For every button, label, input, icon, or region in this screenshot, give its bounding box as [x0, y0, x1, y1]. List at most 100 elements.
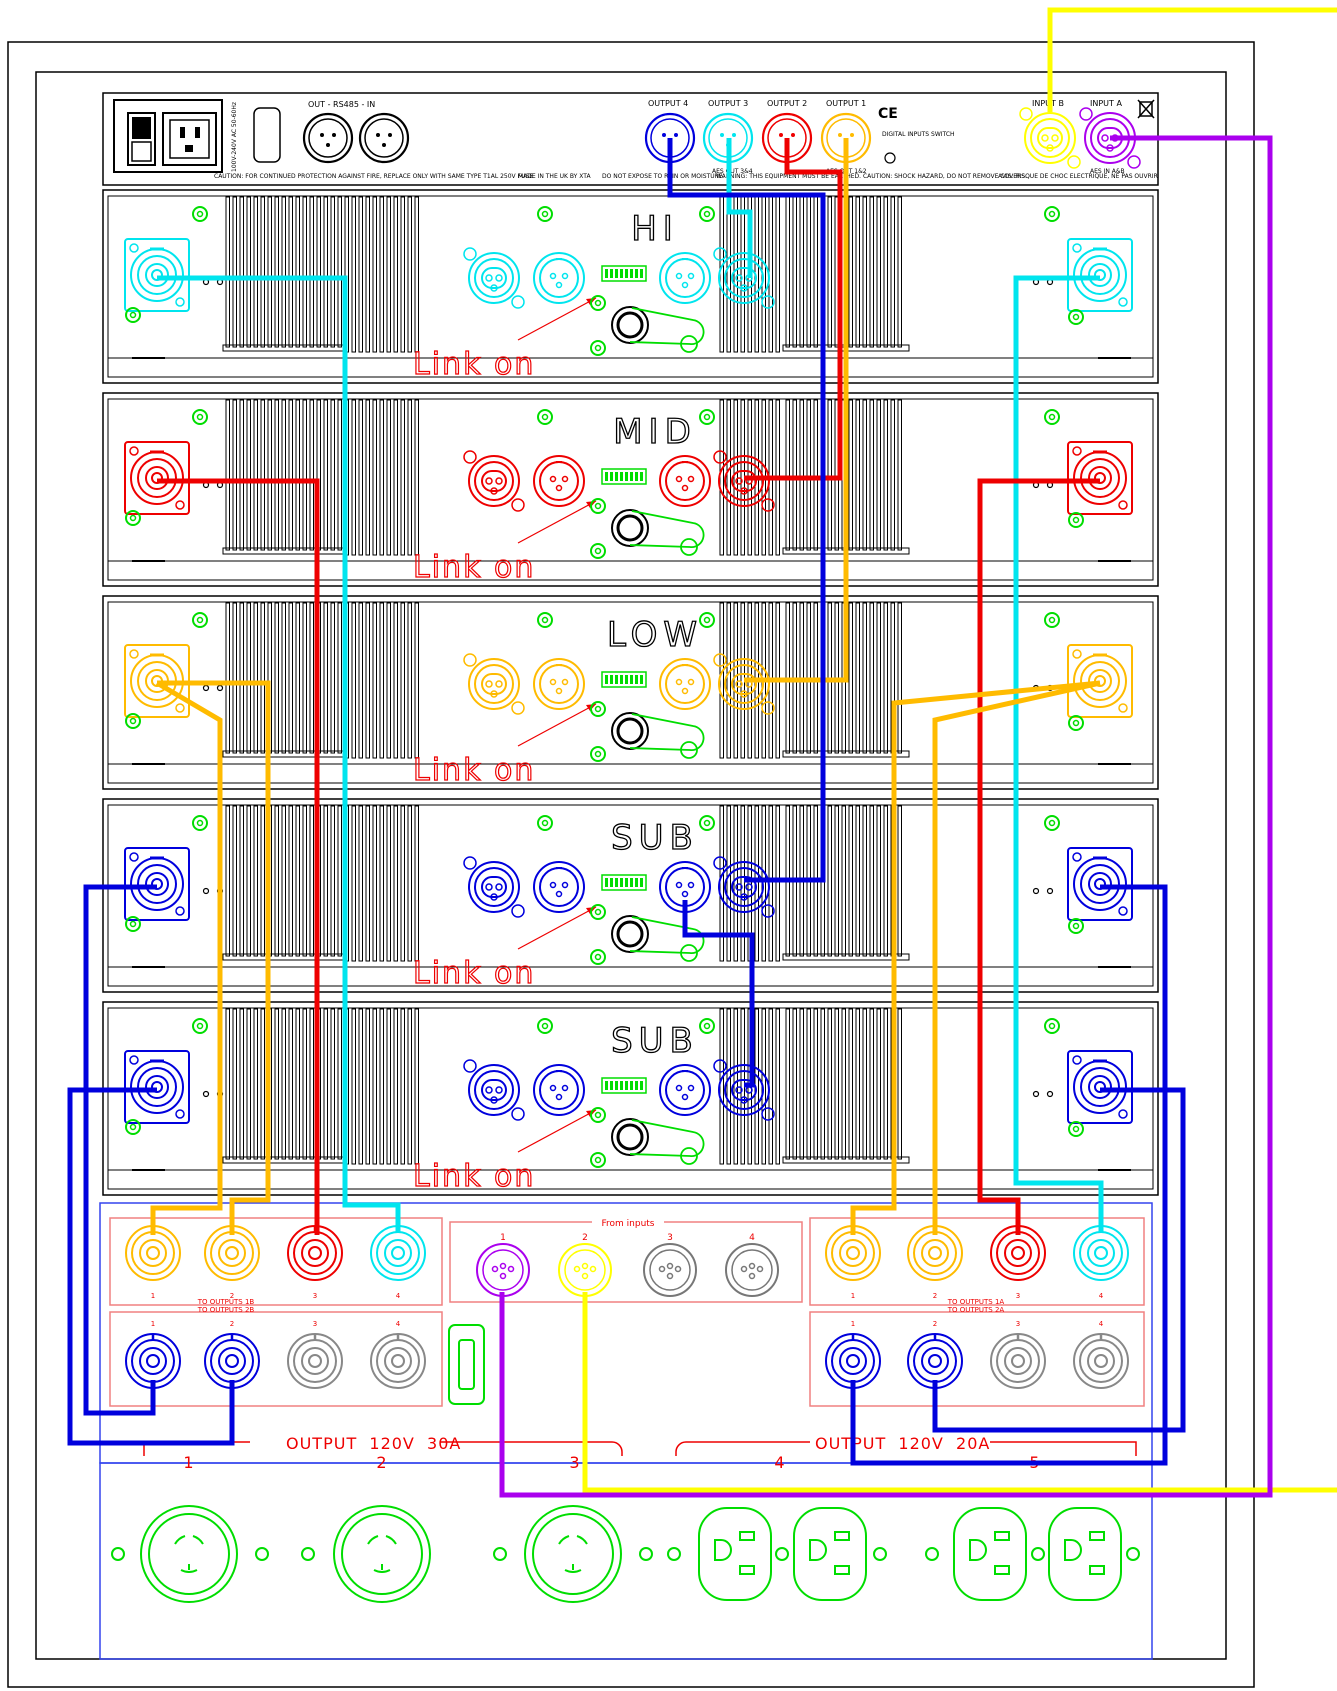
amp-input-xlr-a[interactable] [463, 653, 525, 715]
panel-speakon-bottom-left-3[interactable] [286, 1332, 344, 1390]
aes-out-34-label: AES OUT 3&4 [712, 168, 753, 175]
duplex-outlet-3[interactable] [953, 1507, 1027, 1601]
amp-speakon-left[interactable] [123, 440, 191, 516]
twist-lock-outlet-3[interactable] [524, 1505, 622, 1603]
processor-input-b[interactable] [1019, 107, 1081, 169]
panel-input-1[interactable] [476, 1243, 530, 1297]
duplex-outlet-2[interactable] [793, 1507, 867, 1601]
link-switch[interactable] [611, 509, 705, 556]
cable-sub2-left [67, 1087, 235, 1446]
amp-link-xlr-b[interactable] [659, 455, 711, 507]
amplifier-label: SUB [611, 818, 699, 858]
link-switch[interactable] [611, 1118, 705, 1165]
panel-number: 1 [851, 1292, 855, 1300]
amp-input-xlr-a[interactable] [463, 856, 525, 918]
duplex-outlet-4[interactable] [1048, 1507, 1122, 1601]
rack-screw-icon [192, 206, 208, 222]
amp-input-xlr-a[interactable] [463, 247, 525, 309]
duplex-outlet-1[interactable] [698, 1507, 772, 1601]
rain-warning-text: DO NOT EXPOSE TO RAIN OR MOISTURE. [602, 173, 725, 180]
switch-screw-icon [590, 543, 606, 559]
output-4-label: OUTPUT 4 [648, 99, 688, 108]
panel-input-3[interactable] [643, 1243, 697, 1297]
link-on-label: Link on [413, 550, 535, 585]
link-switch[interactable] [611, 915, 705, 962]
cable-input-b-panel [582, 1292, 1337, 1493]
amp-link-xlr-a[interactable] [533, 455, 585, 507]
amp-speakon-right[interactable] [1066, 440, 1134, 516]
amp-link-xlr-b[interactable] [659, 658, 711, 710]
switch-screw-icon [590, 340, 606, 356]
amp-speakon-left[interactable] [123, 846, 191, 922]
panel-speakon-bottom-right-2[interactable] [906, 1332, 964, 1390]
panel-number: 4 [396, 1292, 401, 1300]
dip-switch[interactable] [601, 468, 647, 485]
amp-link-xlr-b[interactable] [659, 252, 711, 304]
panel-input-number: 4 [749, 1233, 755, 1243]
rack-screw-icon [192, 1018, 208, 1034]
panel-speakon-bottom-left-1[interactable] [124, 1332, 182, 1390]
panel-speakon-bottom-left-2[interactable] [203, 1332, 261, 1390]
panel-speakon-bottom-right-3[interactable] [989, 1332, 1047, 1390]
outlet-screw-icon [493, 1547, 507, 1561]
cable-low-right-2 [932, 680, 1101, 1235]
panel-speakon-bottom-right-1[interactable] [824, 1332, 882, 1390]
switch-screw-icon [590, 746, 606, 762]
panel-number: 2 [230, 1320, 234, 1328]
amp-speakon-left[interactable] [123, 1049, 191, 1125]
panel-number: 1 [851, 1320, 855, 1328]
amp-speakon-right[interactable] [1066, 643, 1134, 719]
amp-link-xlr-a[interactable] [533, 861, 585, 913]
cable-hi-right [1013, 275, 1104, 1232]
dip-switch[interactable] [601, 265, 647, 282]
twist-lock-outlet-2[interactable] [333, 1505, 431, 1603]
amplifier-label: LOW [607, 615, 703, 655]
cable-low-left-2 [157, 680, 271, 1235]
outlet-screw-icon [873, 1547, 887, 1561]
panel-speakon-top-left-4[interactable] [369, 1224, 427, 1282]
outlet-screw-icon [925, 1547, 939, 1561]
output-3-label: OUTPUT 3 [708, 99, 748, 108]
dip-switch[interactable] [601, 671, 647, 688]
panel-speakon-bottom-right-4[interactable] [1072, 1332, 1130, 1390]
switch-screw-icon [590, 701, 606, 717]
rack-screw-icon [1044, 1018, 1060, 1034]
panel-input-number: 2 [582, 1233, 588, 1243]
panel-number: 4 [1099, 1320, 1104, 1328]
rs485-label: OUT - RS485 - IN [308, 100, 375, 109]
dip-switch[interactable] [601, 874, 647, 891]
panel-input-number: 3 [667, 1233, 673, 1243]
link-switch[interactable] [611, 712, 705, 759]
amp-input-xlr-a[interactable] [463, 1059, 525, 1121]
amp-speakon-right[interactable] [1066, 1049, 1134, 1125]
amp-speakon-right[interactable] [1066, 237, 1134, 313]
digital-inputs-switch[interactable] [884, 152, 896, 164]
amp-link-xlr-a[interactable] [533, 658, 585, 710]
output-2-label: OUTPUT 2 [767, 99, 807, 108]
panel-data-port[interactable] [448, 1324, 485, 1405]
twist-lock-outlet-1[interactable] [140, 1505, 238, 1603]
speaker-panel [99, 1202, 1153, 1464]
amp-link-xlr-a[interactable] [533, 252, 585, 304]
amp-speakon-right[interactable] [1066, 846, 1134, 922]
amp-link-xlr-b[interactable] [659, 1064, 711, 1116]
power-output-30a-title: OUTPUT 120V 30A [286, 1434, 461, 1453]
rack-screw-icon [699, 815, 715, 831]
dip-switch[interactable] [601, 1077, 647, 1094]
cable-sub-link [682, 900, 755, 1088]
rs485-out-connector[interactable] [302, 112, 354, 164]
amp-input-xlr-a[interactable] [463, 450, 525, 512]
panel-speakon-bottom-left-4[interactable] [369, 1332, 427, 1390]
panel-input-2[interactable] [558, 1243, 612, 1297]
panel-input-4[interactable] [725, 1243, 779, 1297]
rs485-in-connector[interactable] [358, 112, 410, 164]
link-on-label: Link on [413, 753, 535, 788]
amp-speakon-left[interactable] [123, 237, 191, 313]
panel-speakon-top-right-4[interactable] [1072, 1224, 1130, 1282]
amp-link-xlr-a[interactable] [533, 1064, 585, 1116]
link-switch[interactable] [611, 306, 705, 353]
cable-mid-processor [744, 138, 843, 481]
